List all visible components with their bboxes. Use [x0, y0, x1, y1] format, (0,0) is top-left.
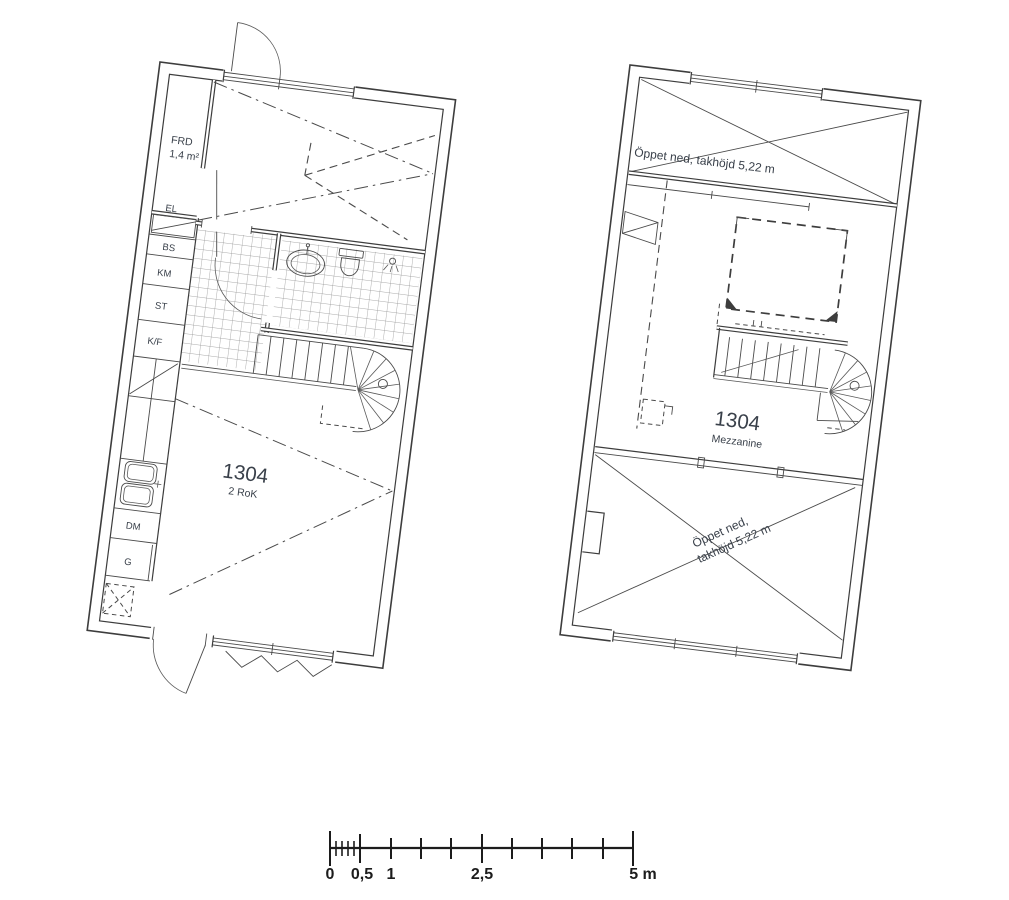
staircase-mezzanine — [712, 325, 873, 435]
kitchen-label-kf: K/F — [147, 336, 163, 349]
open-below-top-label: Öppet ned, takhöjd 5,22 m — [634, 145, 776, 176]
kitchen-run: EL BS KM ST K/F DM G — [101, 203, 200, 618]
tiled-floors — [180, 226, 423, 372]
winder-treads-mezzanine — [829, 352, 872, 432]
kitchen-label-el: EL — [165, 203, 178, 215]
corner-cabinet-dashed — [101, 582, 135, 618]
void-upper: Öppet ned, takhöjd 5,22 m — [629, 79, 908, 205]
kitchen-label-st: ST — [154, 300, 168, 312]
scale-label-25: 2,5 — [471, 866, 493, 883]
window-top-lower — [221, 68, 356, 101]
mezzanine-railing — [594, 446, 864, 486]
stair-newel-mezzanine — [849, 380, 860, 391]
level-label: Mezzanine — [711, 433, 763, 451]
outer-wall-mezzanine — [559, 64, 922, 672]
terrace-zigzag — [225, 650, 333, 678]
scale-label-0: 0 — [326, 866, 335, 883]
ceiling-height-line — [636, 180, 668, 429]
skylight-dashed — [716, 216, 849, 336]
bathroom — [195, 217, 426, 351]
el-cabinet — [150, 213, 197, 239]
frd-closet: FRD 1,4 m² — [151, 79, 218, 257]
kitchen-label-g: G — [123, 557, 132, 569]
kitchen-label-bs: BS — [162, 242, 176, 255]
wall-step — [582, 510, 605, 555]
dashed-furniture — [639, 398, 674, 427]
unit-number-label-lower: 1304 — [221, 459, 269, 488]
unit-type-label: 2 RoK — [228, 485, 258, 501]
scale-bar: 0 0,5 1 2,5 5 m — [326, 831, 657, 883]
scale-label-05: 0,5 — [351, 866, 373, 883]
stair-newel — [377, 378, 388, 389]
outer-wall-lower — [86, 61, 457, 670]
window-bottom-mezzanine — [610, 628, 800, 666]
floor-plan-lower: FRD 1,4 m² EL BS KM ST K/F — [86, 22, 457, 694]
bathroom-sink — [286, 243, 325, 277]
wall-shelf — [621, 210, 659, 246]
closet-door-leaf — [216, 170, 218, 257]
void-lines-lower — [169, 81, 436, 595]
bathroom-door-arc — [214, 257, 262, 320]
room-area-frd: 1,4 m² — [169, 148, 201, 164]
unit-number-label-mezzanine: 1304 — [713, 407, 761, 435]
scale-label-5: 5 m — [629, 866, 657, 883]
toilet — [338, 248, 364, 277]
window-top-mezzanine — [688, 70, 824, 103]
shower-icon — [383, 257, 399, 273]
void-lower: Öppet ned, takhöjd 5,22 m — [577, 454, 856, 641]
kitchen-label-dm: DM — [125, 520, 141, 533]
scale-label-1: 1 — [387, 866, 396, 883]
mezzanine-front-wall — [627, 170, 898, 211]
floor-plan-mezzanine: Öppet ned, takhöjd 5,22 m — [559, 64, 922, 672]
balcony-door-top — [230, 22, 281, 78]
kitchen-label-km: KM — [156, 267, 172, 280]
winder-treads — [357, 350, 400, 430]
room-label-frd: FRD — [170, 134, 193, 149]
kitchen-sink — [119, 461, 162, 508]
entry-door — [152, 638, 206, 694]
staircase-lower — [181, 334, 401, 433]
window-bottom-lower — [149, 625, 337, 678]
